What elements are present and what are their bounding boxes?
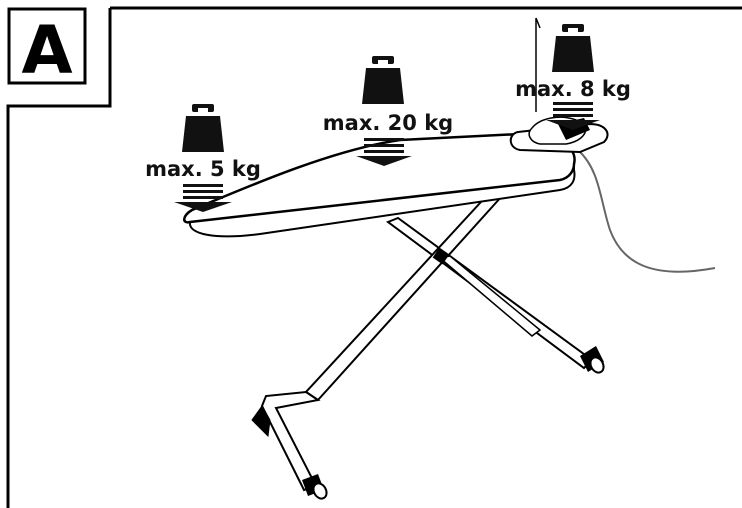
down-arrow-icon (174, 184, 232, 212)
weight-indicator-center: max. 20 kg (323, 56, 453, 166)
panel-letter-box (7, 7, 87, 85)
iron-rest (509, 17, 609, 154)
weight-indicator-left: max. 5 kg (145, 104, 261, 212)
iron-cord-hook (535, 17, 541, 112)
weight-icon (552, 24, 594, 72)
weight-indicator-right: max. 8 kg (515, 24, 631, 130)
down-arrow-icon (356, 138, 412, 166)
leg-pivot (432, 247, 450, 265)
panel-letter: A (21, 12, 72, 89)
figure-frame (6, 6, 742, 508)
leg-inner-bar (438, 255, 542, 337)
weight-label-left: max. 5 kg (145, 157, 261, 181)
weight-icon (182, 104, 224, 152)
leg-bent (260, 390, 321, 492)
iron-cord (577, 149, 716, 273)
weight-icon (362, 56, 404, 104)
foot-left (302, 474, 328, 500)
weight-label-right: max. 8 kg (515, 77, 631, 101)
panel-label: A (7, 7, 87, 89)
board-legs (251, 188, 605, 500)
foot-right (580, 346, 605, 374)
leg-brace (251, 405, 271, 438)
down-arrow-icon (546, 102, 600, 130)
weight-label-center: max. 20 kg (323, 111, 453, 135)
